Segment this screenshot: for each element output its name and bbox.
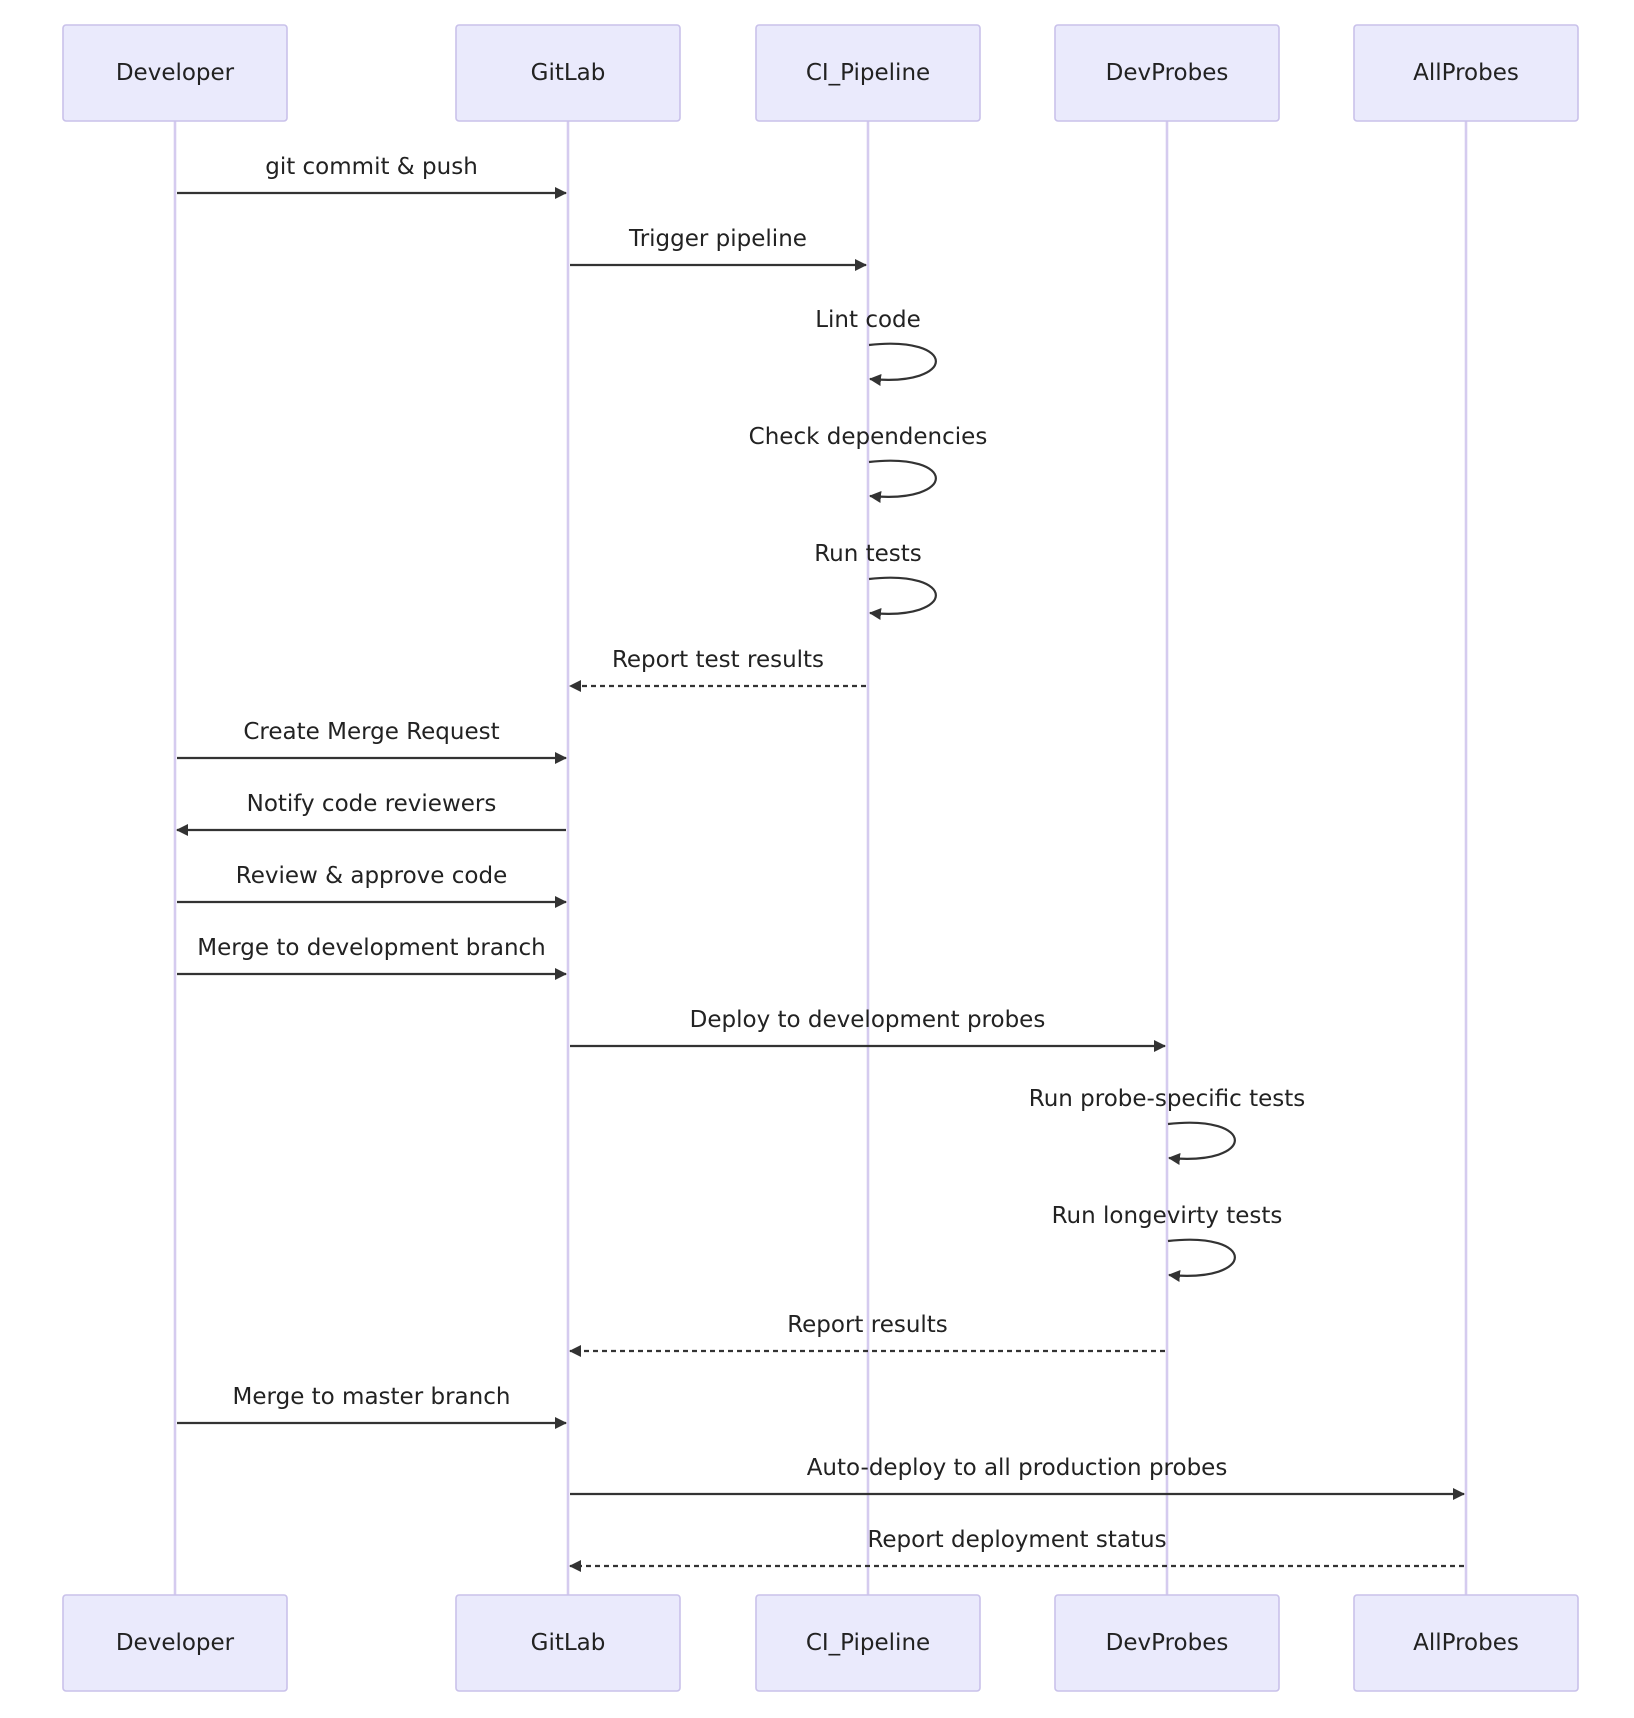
self-message-arrow: [1167, 1238, 1236, 1282]
message-label: Notify code reviewers: [247, 791, 497, 817]
actor-box: [1054, 1594, 1280, 1692]
self-message-arrow: [868, 342, 937, 386]
message-label: Deploy to development probes: [690, 1007, 1046, 1033]
actor-top-devprobes: DevProbes: [1054, 24, 1280, 122]
actor-label: Developer: [116, 60, 235, 86]
message-6: Report test results: [569, 647, 866, 692]
message-4: Check dependencies: [749, 424, 988, 503]
actor-bottom-devprobes: DevProbes: [1054, 1594, 1280, 1692]
actor-box: [62, 1594, 288, 1692]
message-label: Check dependencies: [749, 424, 988, 450]
actor-bottom-allprobes: AllProbes: [1353, 1594, 1579, 1692]
actors-top: Developer GitLab CI_Pipeline DevProbes AllPr…: [62, 24, 1579, 122]
message-label: Report results: [787, 1312, 948, 1338]
message-14: Report results: [569, 1312, 1165, 1357]
message-label: Auto-deploy to all production probes: [807, 1455, 1228, 1481]
actor-bottom-gitlab: GitLab: [455, 1594, 681, 1692]
message-label: Merge to development branch: [197, 935, 546, 961]
actor-box: [1353, 24, 1579, 122]
actor-top-developer: Developer: [62, 24, 288, 122]
message-11: Deploy to development probes: [570, 1007, 1166, 1052]
actor-box: [1353, 1594, 1579, 1692]
self-message-arrow: [868, 459, 937, 503]
actor-bottom-ci_pipeline: CI_Pipeline: [755, 1594, 981, 1692]
message-2: Trigger pipeline: [570, 226, 867, 271]
actor-label: GitLab: [531, 60, 606, 86]
message-label: git commit & push: [265, 154, 478, 180]
message-5: Run tests: [814, 541, 937, 620]
message-label: Run tests: [814, 541, 922, 567]
actor-top-ci_pipeline: CI_Pipeline: [755, 24, 981, 122]
lifelines: [173, 121, 1468, 1595]
actor-label: Developer: [116, 1630, 235, 1656]
actor-box: [455, 24, 681, 122]
message-label: Report deployment status: [867, 1527, 1166, 1553]
message-10: Merge to development branch: [177, 935, 567, 980]
message-17: Report deployment status: [569, 1527, 1464, 1572]
actor-label: AllProbes: [1413, 60, 1519, 86]
actor-label: CI_Pipeline: [806, 60, 930, 86]
actor-label: GitLab: [531, 1630, 606, 1656]
self-message-arrow: [1167, 1121, 1236, 1165]
message-15: Merge to master branch: [177, 1384, 567, 1429]
actor-box: [755, 24, 981, 122]
message-7: Create Merge Request: [177, 719, 567, 764]
actor-label: DevProbes: [1106, 60, 1229, 86]
actor-label: DevProbes: [1106, 1630, 1229, 1656]
message-8: Notify code reviewers: [176, 791, 566, 836]
actor-label: CI_Pipeline: [806, 1630, 930, 1656]
message-label: Review & approve code: [236, 863, 507, 889]
message-12: Run probe-specific tests: [1029, 1086, 1305, 1165]
message-label: Merge to master branch: [233, 1384, 511, 1410]
actor-top-allprobes: AllProbes: [1353, 24, 1579, 122]
message-label: Report test results: [612, 647, 824, 673]
message-label: Run probe-specific tests: [1029, 1086, 1305, 1112]
actor-box: [455, 1594, 681, 1692]
actor-box: [1054, 24, 1280, 122]
message-label: Run longevirty tests: [1052, 1203, 1283, 1229]
message-9: Review & approve code: [177, 863, 567, 908]
message-label: Create Merge Request: [243, 719, 499, 745]
actor-box: [755, 1594, 981, 1692]
message-label: Trigger pipeline: [628, 226, 807, 252]
message-16: Auto-deploy to all production probes: [570, 1455, 1465, 1500]
message-label: Lint code: [815, 307, 921, 333]
message-1: git commit & push: [177, 154, 567, 199]
message-3: Lint code: [815, 307, 937, 386]
self-message-arrow: [868, 576, 937, 620]
message-13: Run longevirty tests: [1052, 1203, 1283, 1282]
actor-top-gitlab: GitLab: [455, 24, 681, 122]
actor-label: AllProbes: [1413, 1630, 1519, 1656]
actors-bottom: Developer GitLab CI_Pipeline DevProbes AllPr…: [62, 1594, 1579, 1692]
actor-box: [62, 24, 288, 122]
actor-bottom-developer: Developer: [62, 1594, 288, 1692]
